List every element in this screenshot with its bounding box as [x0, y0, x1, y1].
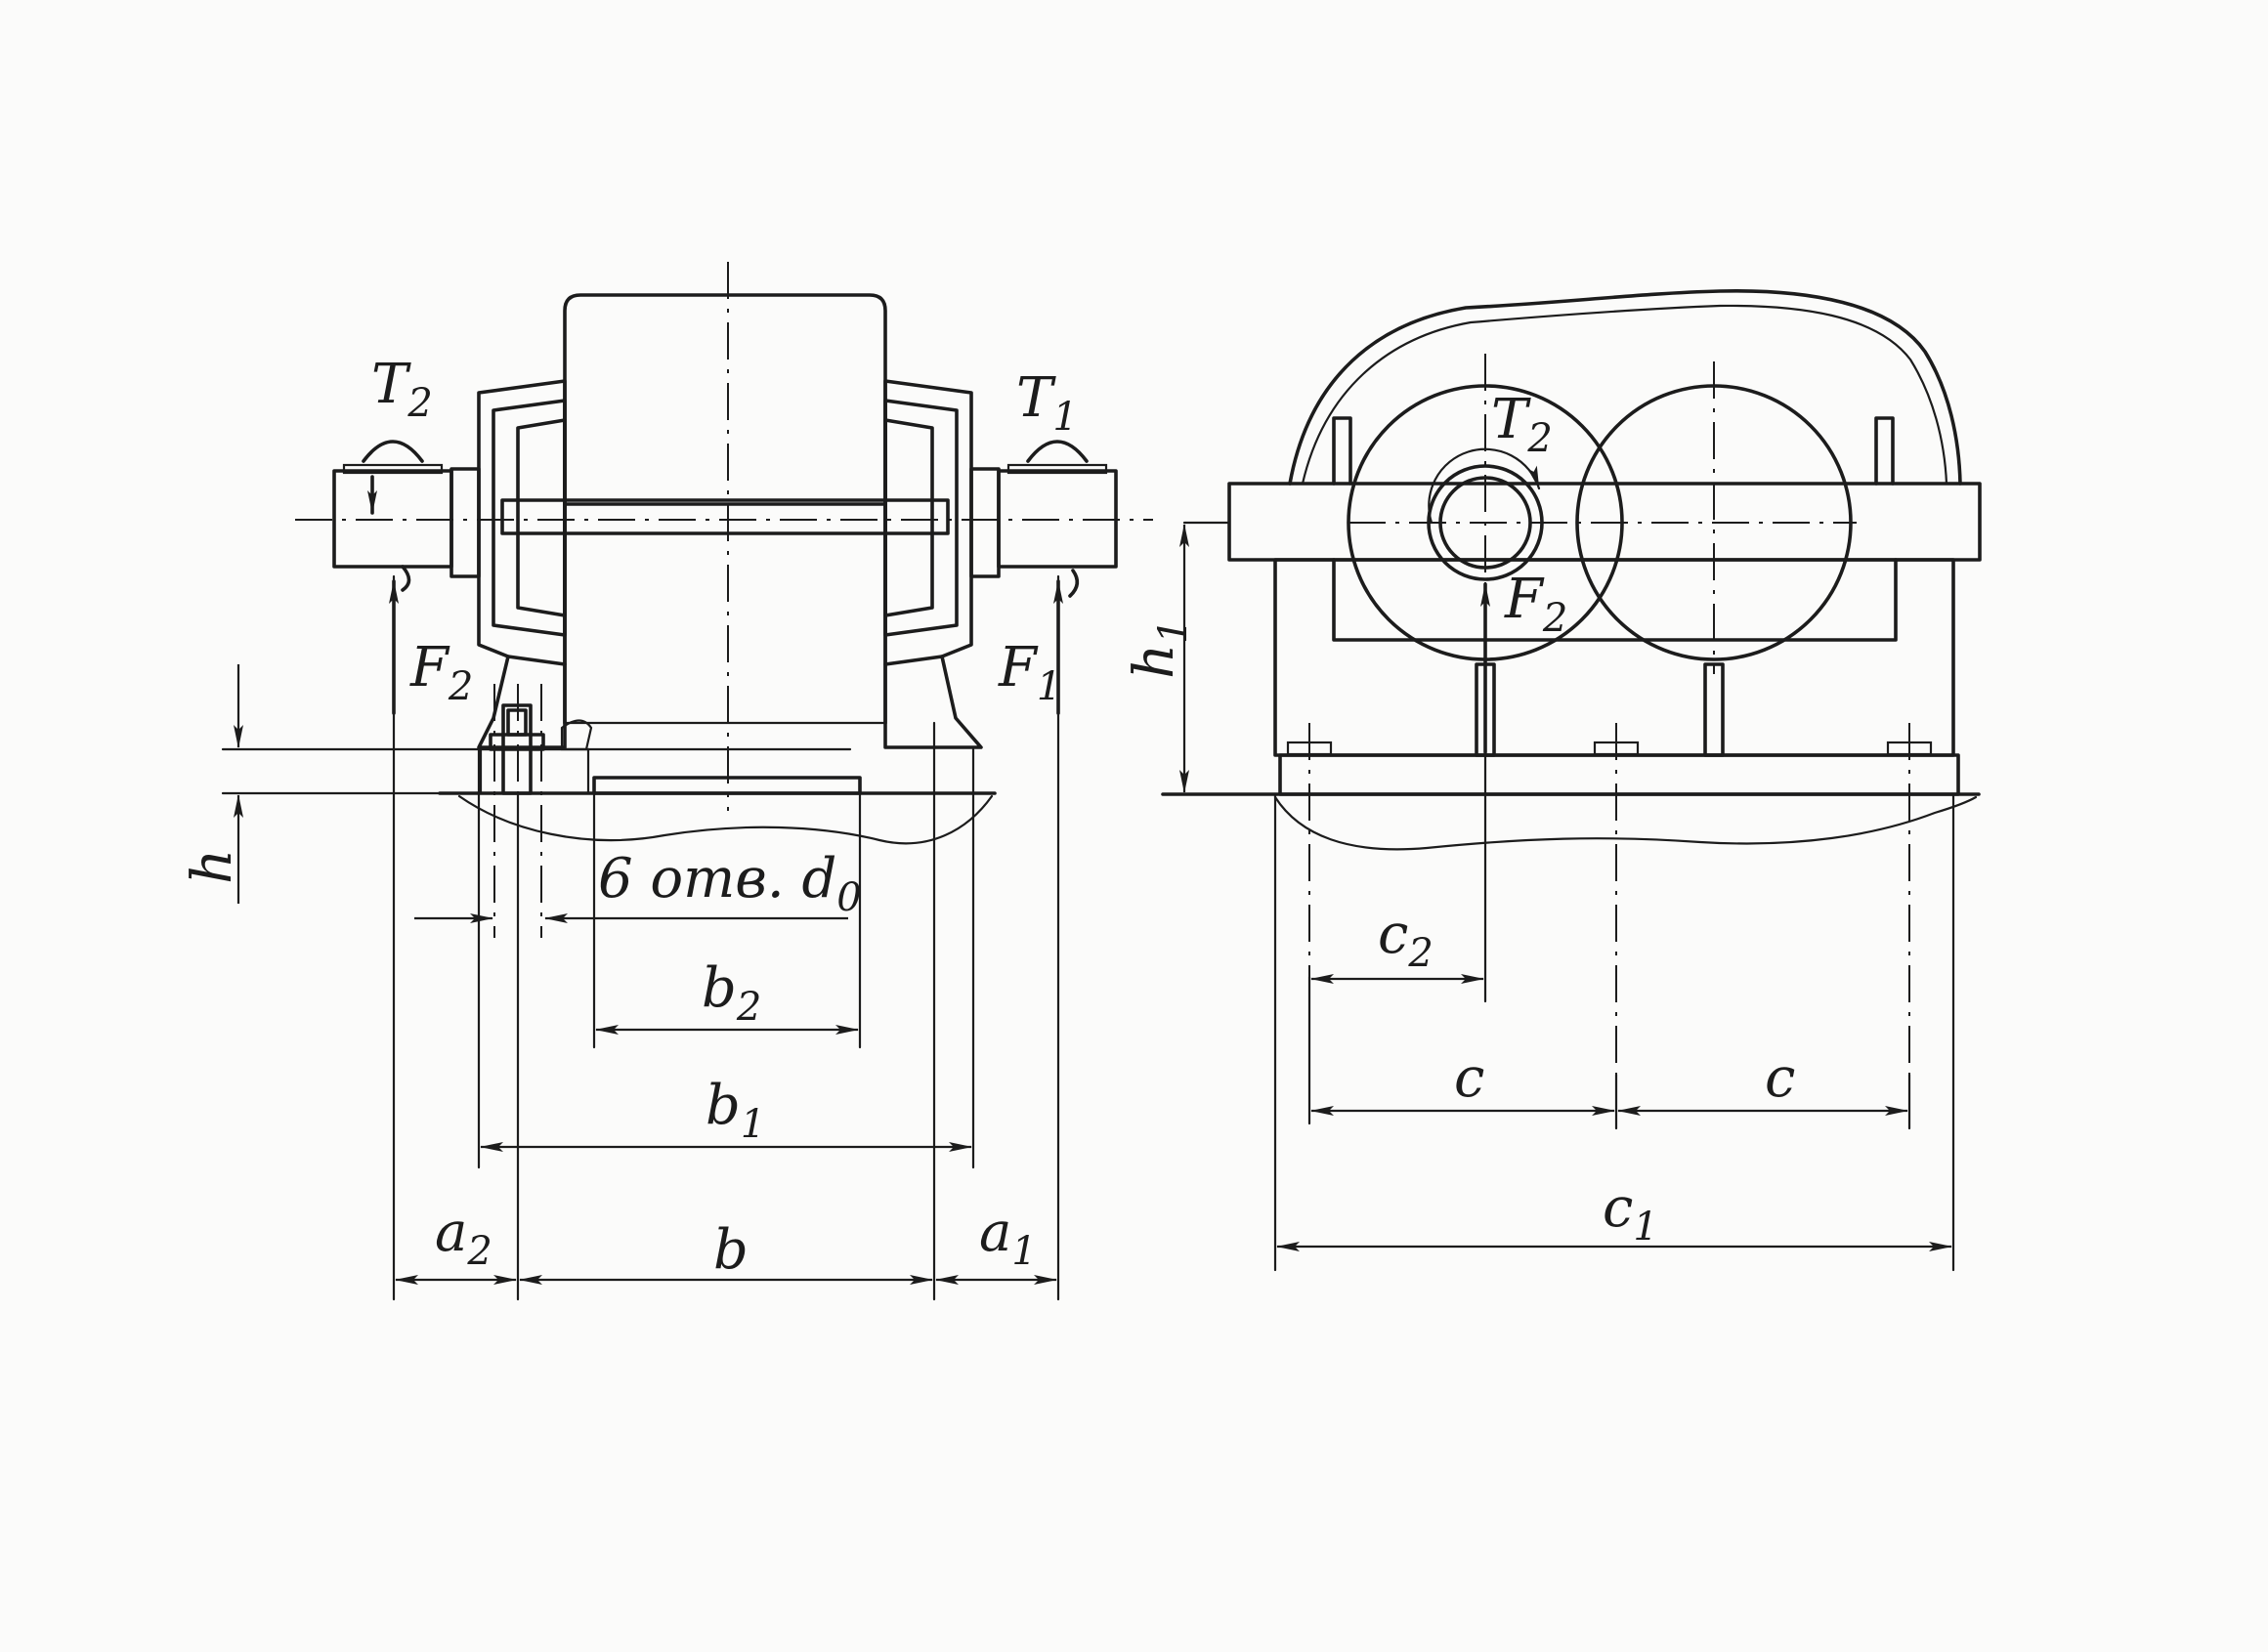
- label-c2: c2: [1378, 903, 1434, 976]
- label-T2-right: T2: [1491, 388, 1553, 461]
- label-c1: c1: [1603, 1176, 1658, 1250]
- foundation-break-line: [457, 794, 994, 845]
- label-F2-right: F2: [1504, 568, 1567, 641]
- side-view: [221, 262, 1153, 1301]
- label-c-right: c: [1765, 1046, 1795, 1110]
- label-F1: F1: [998, 636, 1061, 709]
- label-c-left: c: [1454, 1046, 1484, 1110]
- label-a1: a1: [979, 1201, 1037, 1274]
- label-h1: h1: [1123, 618, 1196, 679]
- foundation-bolt-detail: [479, 684, 593, 938]
- left-flange: [477, 379, 567, 666]
- label-b: b: [713, 1218, 749, 1282]
- label-holes: 6 отв. d0: [598, 847, 862, 920]
- label-T1: T1: [1016, 366, 1078, 440]
- labels: T2 T1 F2 F1 h 6 отв. d0 b2 b1 b a2 a1 h1…: [181, 353, 1795, 1282]
- lower-housing: [1273, 558, 1955, 757]
- label-h: h: [181, 849, 244, 884]
- label-b1: b1: [706, 1074, 765, 1147]
- label-T2-left: T2: [371, 353, 433, 426]
- front-view: [1161, 289, 1982, 1272]
- label-F2-left: F2: [409, 636, 473, 709]
- torque-arrow-T2: [1428, 447, 1541, 525]
- label-b2: b2: [702, 956, 761, 1030]
- housing-outline: [1288, 289, 1962, 486]
- base-plate: [1278, 753, 1960, 796]
- housing-top: [563, 293, 887, 506]
- label-a2: a2: [435, 1201, 492, 1274]
- shaft: [500, 498, 950, 535]
